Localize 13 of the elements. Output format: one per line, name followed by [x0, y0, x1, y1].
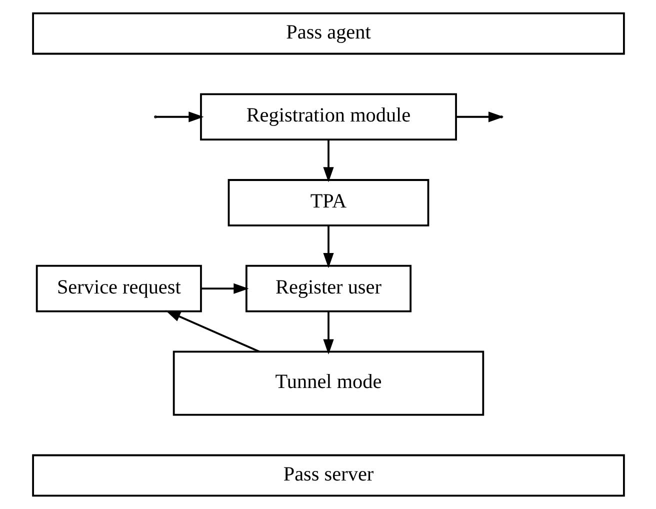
arrow: [322, 226, 334, 268]
arrow: [164, 310, 260, 353]
arrow: [322, 312, 334, 354]
node-box: Tunnel mode: [172, 350, 484, 416]
node-box: Pass agent: [32, 12, 624, 55]
arrow: [156, 112, 204, 122]
arrow: [322, 140, 334, 182]
node-box: TPA: [227, 179, 429, 226]
arrow: [200, 283, 248, 294]
node-box: Pass server: [32, 454, 624, 497]
node-box: Registration module: [200, 93, 456, 141]
node-box: Service request: [35, 264, 202, 312]
node-box: Register user: [244, 264, 412, 312]
